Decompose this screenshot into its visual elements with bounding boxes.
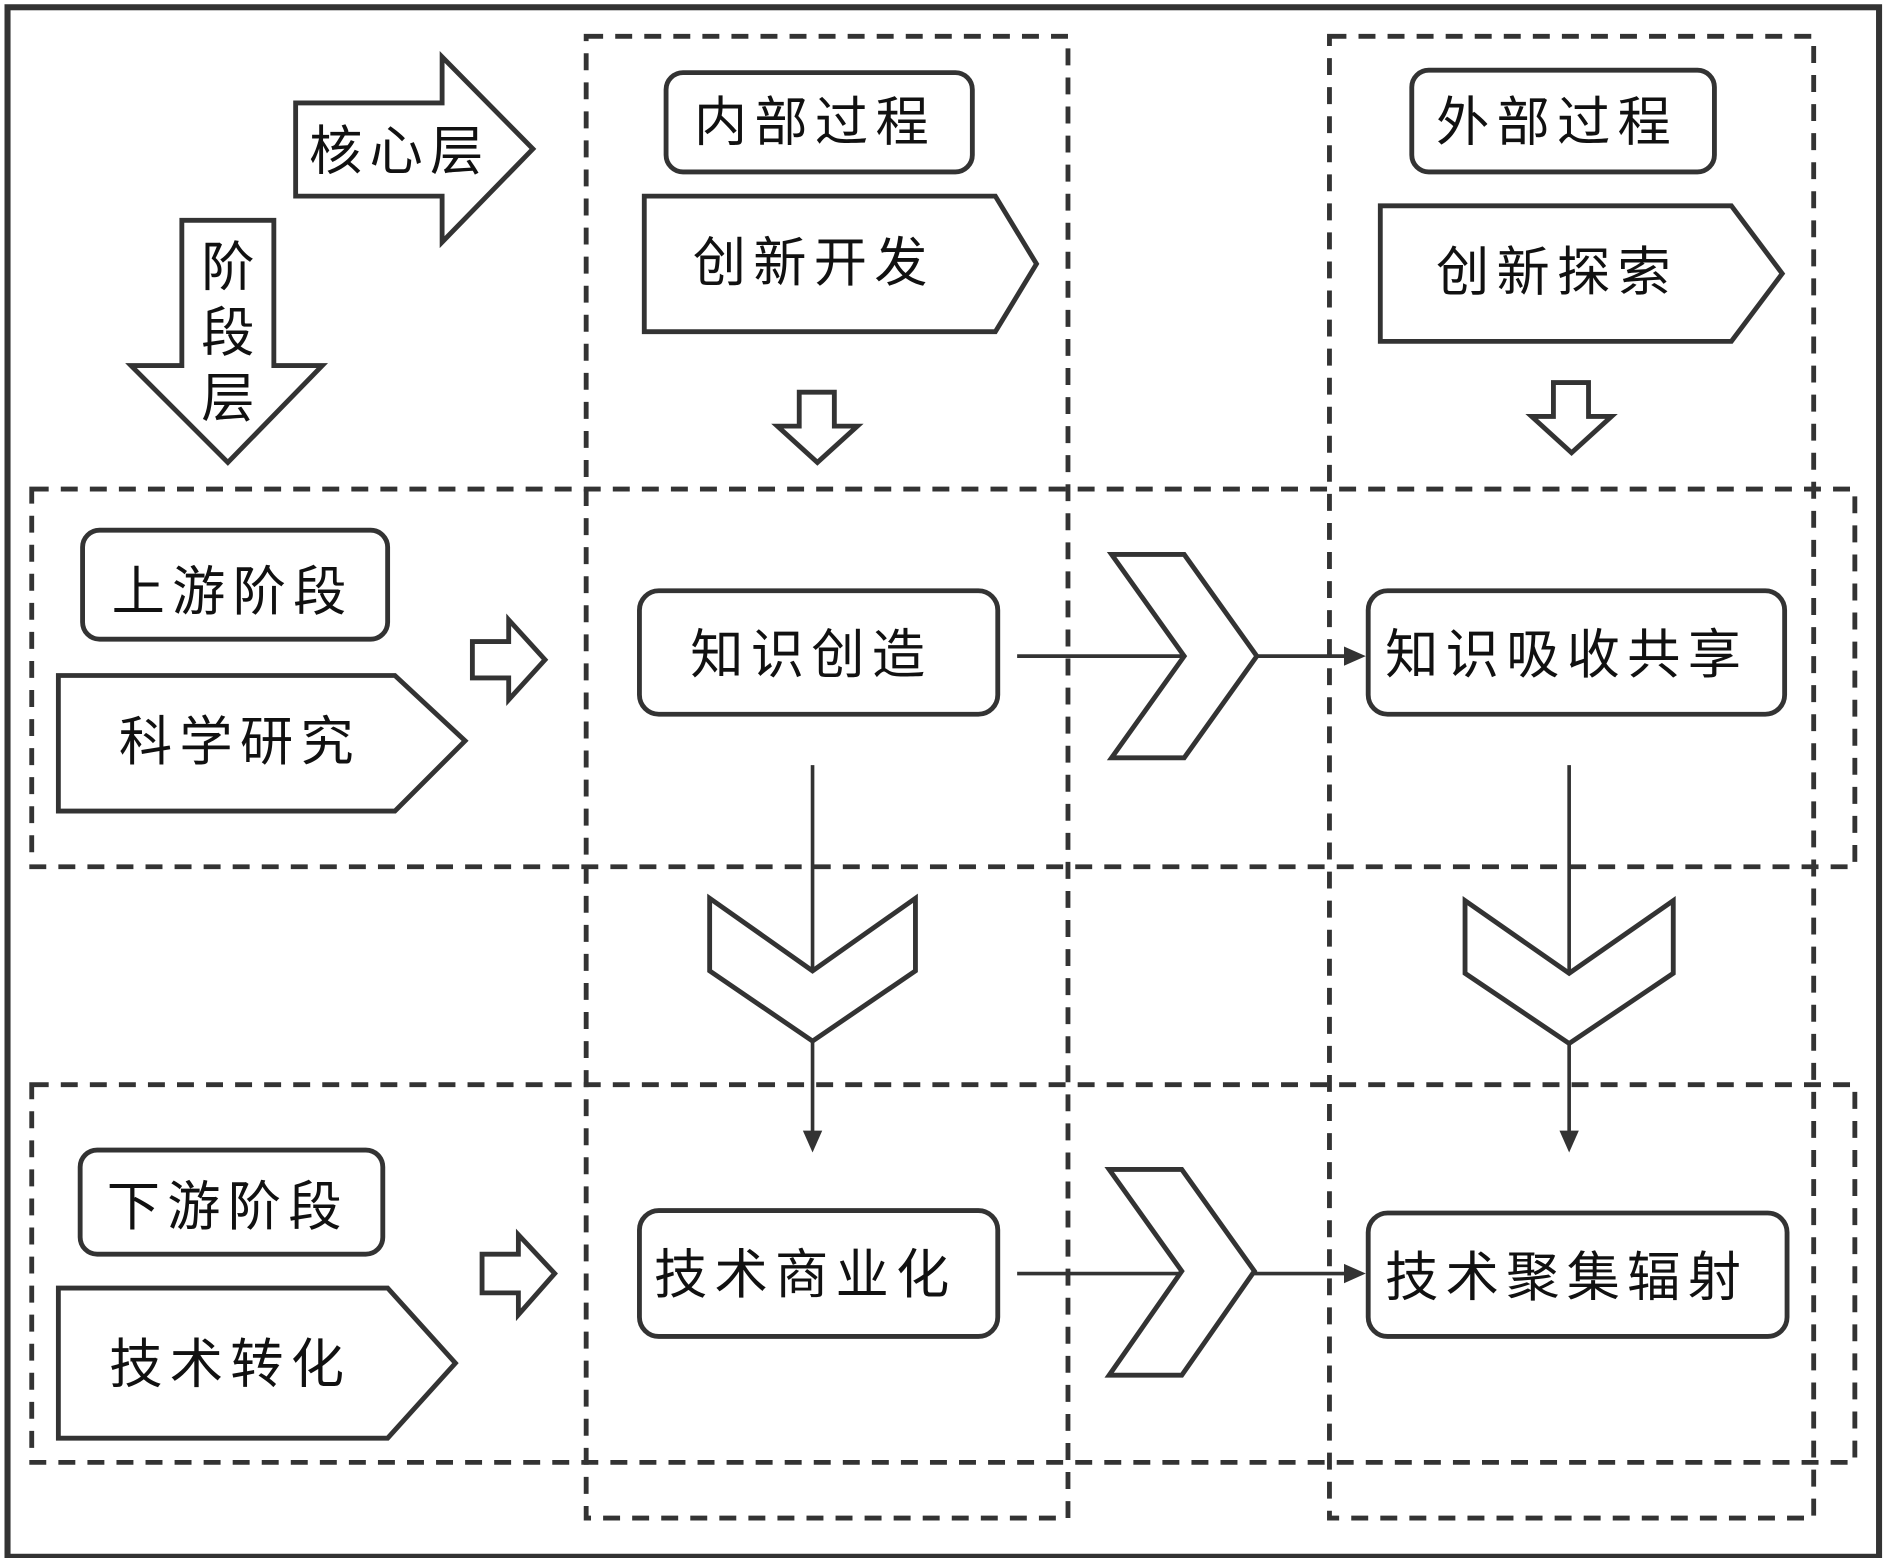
internal-process-title-box <box>663 70 975 175</box>
core-layer-label: 核心层 <box>309 120 491 182</box>
core-layer-arrow: 核心层 <box>293 50 537 249</box>
internal-process-header: 内部过程 创新开发 <box>641 70 1040 466</box>
downstream-title: 下游阶段 <box>107 1176 349 1238</box>
external-process-header: 外部过程 创新探索 <box>1377 67 1786 457</box>
stage-layer-arrow: 阶 段 层 <box>125 217 329 466</box>
external-process-title-box <box>1409 67 1717 175</box>
innovation-development-banner <box>641 193 1040 335</box>
upstream-stage-row <box>29 486 1858 870</box>
stage-layer-label-3: 层 <box>201 367 262 429</box>
arrowhead-icon <box>1343 646 1366 666</box>
internal-process-column <box>583 33 1071 1521</box>
downstream-stage-header: 下游阶段 技术转化 <box>55 1147 558 1441</box>
chevron-right-icon <box>1106 552 1260 761</box>
upstream-title: 上游阶段 <box>112 561 354 623</box>
down-arrow-icon <box>771 389 864 466</box>
upstream-title-box <box>80 527 391 642</box>
internal-process-title: 内部过程 <box>694 91 936 153</box>
right-arrow-icon <box>469 613 549 706</box>
stage-layer-label-2: 段 <box>201 302 262 364</box>
stage-layer-label-1: 阶 <box>201 237 262 299</box>
scientific-research-banner <box>55 673 469 814</box>
arrowhead-icon <box>1559 1130 1579 1153</box>
downstream-stage-row <box>29 1082 1858 1465</box>
technology-transfer-banner <box>55 1285 459 1441</box>
down-arrow-icon <box>1525 380 1618 457</box>
innovation-exploration-banner <box>1377 203 1786 344</box>
scientific-research-label: 科学研究 <box>119 711 361 773</box>
chevron-down-icon <box>707 893 918 1045</box>
knowledge-absorption-node <box>1365 588 1788 717</box>
external-process-column <box>1327 33 1817 1521</box>
chevron-right-icon <box>1104 1166 1258 1378</box>
chevron-down-icon <box>1462 896 1676 1047</box>
right-arrow-icon <box>479 1228 558 1322</box>
upstream-stage-header: 上游阶段 科学研究 <box>55 527 549 814</box>
tech-agglomeration-label: 技术聚集辐射 <box>1385 1246 1748 1308</box>
innovation-exploration-label: 创新探索 <box>1436 242 1678 304</box>
arrowhead-icon <box>1343 1263 1366 1284</box>
knowledge-absorption-label: 知识吸收共享 <box>1385 624 1748 686</box>
innovation-development-label: 创新开发 <box>693 232 935 294</box>
technology-transfer-label: 技术转化 <box>109 1333 351 1395</box>
external-process-title: 外部过程 <box>1436 91 1678 153</box>
downstream-title-box <box>77 1147 386 1257</box>
tech-commercialization-label: 技术商业化 <box>654 1244 957 1306</box>
arrowhead-icon <box>802 1130 823 1153</box>
tech-commercialization-node <box>637 1208 1001 1339</box>
knowledge-creation-node <box>637 588 1001 717</box>
outer-border <box>4 4 1883 1558</box>
knowledge-creation-label: 知识创造 <box>690 624 932 686</box>
tech-agglomeration-node <box>1365 1210 1790 1339</box>
